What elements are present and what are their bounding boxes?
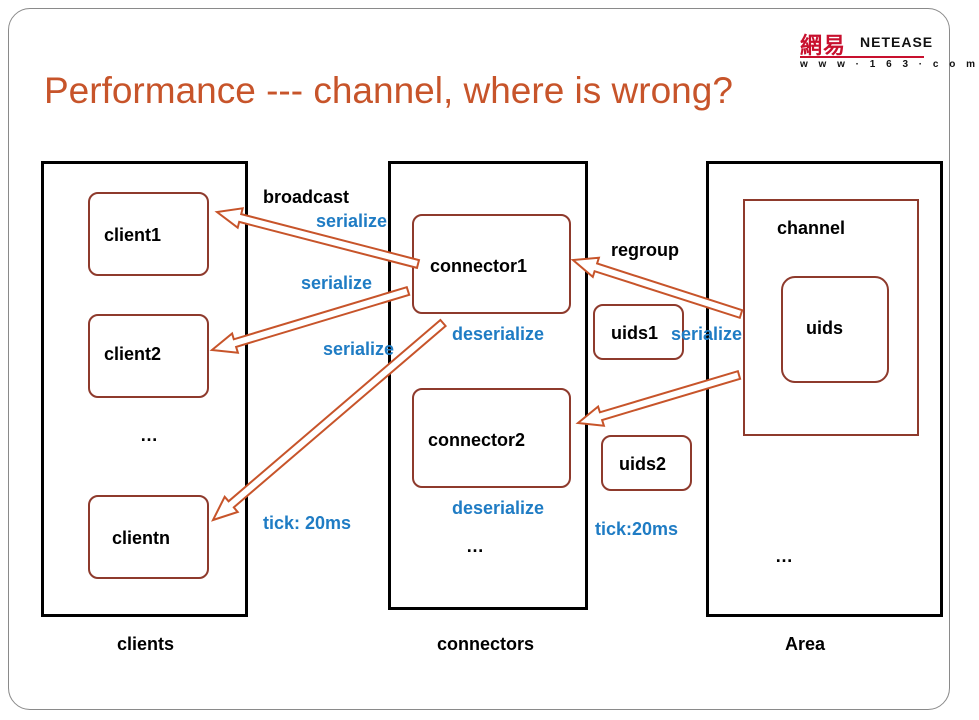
uids-node [781,276,889,383]
arrow-connector1-to-clientn [211,318,448,522]
arrow-area-to-connector2 [575,369,742,427]
arrow-connector1-to-client2 [209,285,411,354]
logo-rule [800,56,924,58]
clientn-node [88,495,209,579]
connector2-label: connector2 [428,430,526,450]
arrow-connector1-to-client1 [214,207,421,270]
deserialize-label-1: deserialize [452,324,545,344]
client1-label: client1 [104,225,162,245]
client2-label: client2 [104,344,162,364]
uids2-label: uids2 [619,454,667,474]
uids-label: uids [806,318,844,338]
serialize-label-3: serialize [323,339,395,359]
connectors-panel-label: connectors [437,634,535,654]
channel-label: channel [777,218,846,238]
tick-connectors-label: tick:20ms [595,519,679,539]
client1-node [88,192,209,276]
logo-chinese: 網易 [800,34,847,59]
arrow-area-to-connector1 [570,256,744,320]
deserialize-label-2: deserialize [452,498,545,518]
slide-frame [8,8,950,710]
uids1-node [593,304,684,360]
logo-url: w w w · 1 6 3 · c o m [800,59,979,70]
regroup-label: regroup [611,240,680,260]
logo-english: NETEASE [860,34,934,50]
broadcast-label: broadcast [263,187,350,207]
serialize-label-2: serialize [301,273,373,293]
tick-clients-label: tick: 20ms [263,513,352,533]
uids1-label: uids1 [611,323,659,343]
clients-panel-label: clients [117,634,175,654]
clients-ellipsis: … [140,425,158,445]
client2-node [88,314,209,398]
connectors-ellipsis: … [466,536,484,556]
area-ellipsis: … [775,546,793,566]
serialize-label-area: serialize [671,324,743,344]
clientn-label: clientn [112,528,171,548]
connector1-label: connector1 [430,256,528,276]
netease-logo: 網易 NETEASE w w w · 1 6 3 · c o m [800,28,975,72]
connector2-node [412,388,571,488]
area-panel-label: Area [785,634,826,654]
slide-title: Performance --- channel, where is wrong? [44,70,733,111]
serialize-label-1: serialize [316,211,388,231]
uids2-node [601,435,692,491]
connector1-node [412,214,571,314]
